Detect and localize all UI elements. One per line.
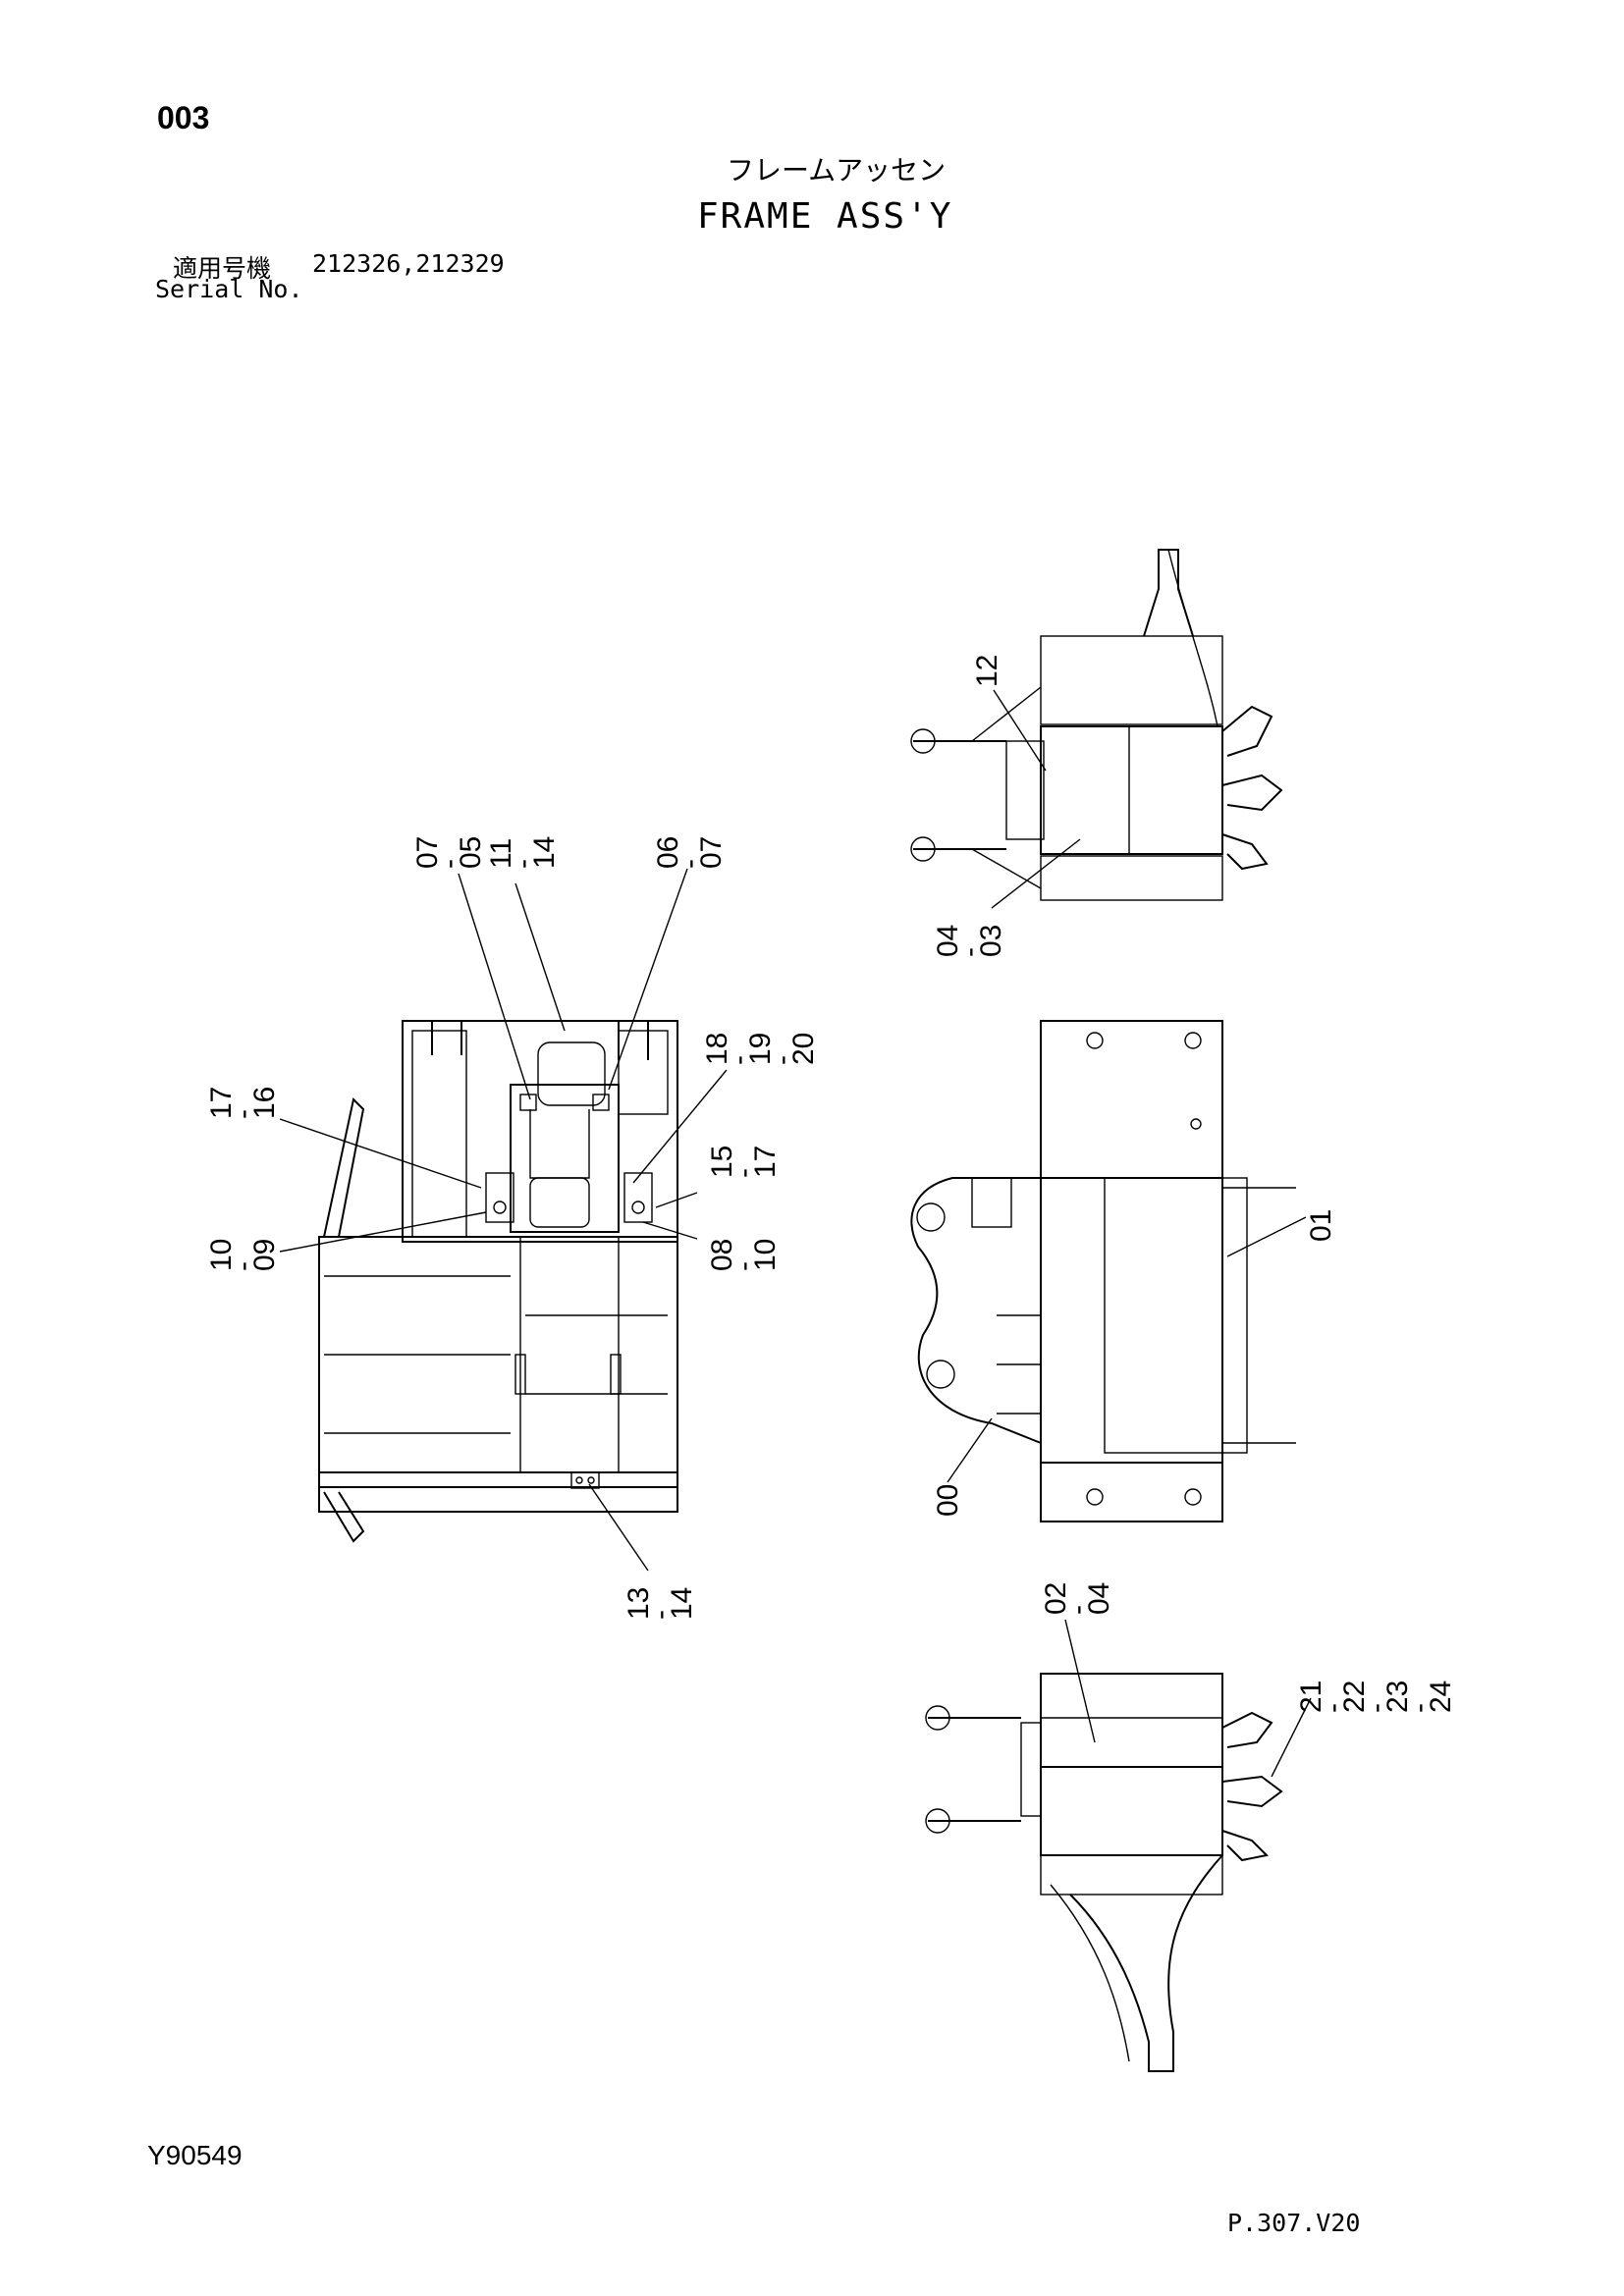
left-view [318, 1020, 678, 1543]
callout-11-14-line2: - [507, 859, 539, 869]
callout-11-14: 11 - 14 [485, 836, 561, 869]
callout-04-03-line1: 04 [932, 925, 964, 957]
callout-13-14-line1: 13 [623, 1587, 655, 1620]
callout-21-24-line7: 24 [1425, 1681, 1457, 1713]
callout-21-24-line4: - [1360, 1703, 1392, 1713]
callout-11-14-line1: 11 [485, 838, 517, 869]
callout-11-14-line3: 14 [528, 836, 561, 869]
callout-02-04-line3: 04 [1083, 1582, 1115, 1615]
serial-label-japanese: 適用号機 [173, 254, 272, 283]
callout-02-04: 02 - 04 [1040, 1582, 1115, 1615]
callout-15-17-line2: - [728, 1168, 760, 1178]
callout-00-line1: 00 [932, 1484, 964, 1517]
callout-21-24-line1: 21 [1295, 1681, 1327, 1713]
serial-label: Serial No. [155, 275, 303, 303]
top-right-view [910, 549, 1283, 901]
callout-07-05: 07 - 05 [411, 836, 487, 869]
callout-12-line1: 12 [971, 655, 1003, 687]
callout-07-05-line3: 05 [455, 836, 487, 869]
page-number: 003 [157, 100, 210, 135]
page-reference: P.307.V20 [1227, 2209, 1361, 2237]
callout-08-10: 08 - 10 [706, 1239, 782, 1271]
callout-21-22-23-24: 21 - 22 - 23 - 24 [1295, 1681, 1457, 1713]
callout-08-10-line3: 10 [749, 1239, 782, 1271]
callout-18-19-20: 18 - 19 - 20 [701, 1033, 820, 1065]
callout-06-07-line3: 07 [695, 836, 728, 869]
callout-21-24-line2: - [1317, 1703, 1349, 1713]
callout-13-14-line3: 14 [666, 1587, 698, 1620]
callout-21-24-line3: 22 [1338, 1681, 1371, 1713]
callout-00: 00 [932, 1484, 964, 1517]
callout-12: 12 [971, 655, 1003, 687]
callout-07-05-line1: 07 [411, 836, 444, 869]
callout-02-04-line2: - [1061, 1605, 1094, 1615]
serial-numbers: 212326,212329 [312, 249, 505, 278]
callout-10-09-line1: 10 [205, 1239, 238, 1271]
callout-15-17-line3: 17 [749, 1146, 782, 1178]
callout-13-14: 13 - 14 [623, 1587, 698, 1620]
leader-lines [279, 689, 1312, 1778]
callout-18-19-20-line2: - [723, 1055, 755, 1065]
callout-06-07: 06 - 07 [652, 836, 728, 869]
callout-18-19-20-line5: 20 [787, 1033, 820, 1065]
callout-17-16-line2: - [227, 1109, 259, 1119]
callout-10-09-line3: 09 [248, 1239, 281, 1271]
callout-06-07-line1: 06 [652, 836, 684, 869]
callout-08-10-line2: - [728, 1261, 760, 1271]
callout-10-09: 10 - 09 [205, 1239, 281, 1271]
bottom-right-view [925, 1673, 1283, 2072]
callout-18-19-20-line1: 18 [701, 1033, 733, 1065]
page-title: FRAME ASS'Y [697, 196, 953, 237]
callout-10-09-line2: - [227, 1261, 259, 1271]
callout-17-16: 17 - 16 [205, 1087, 281, 1119]
callout-21-24-line6: - [1403, 1703, 1435, 1713]
callout-04-03: 04 - 03 [932, 925, 1007, 957]
callout-18-19-20-line4: - [766, 1055, 798, 1065]
title-japanese: フレームアッセン [727, 154, 947, 187]
middle-right-view [910, 1020, 1296, 1522]
callout-07-05-line2: - [433, 859, 465, 869]
callout-06-07-line2: - [674, 859, 706, 869]
callout-13-14-line2: - [644, 1610, 677, 1620]
callout-21-24-line5: 23 [1381, 1681, 1414, 1713]
callout-labels: 07 - 05 11 - 14 06 - 07 17 - 16 10 - 09 … [205, 655, 1457, 1713]
callout-17-16-line1: 17 [205, 1087, 238, 1119]
callout-02-04-line1: 02 [1040, 1582, 1072, 1615]
callout-04-03-line3: 03 [975, 925, 1007, 957]
callout-01-line1: 01 [1305, 1209, 1337, 1242]
callout-01: 01 [1305, 1209, 1337, 1242]
callout-15-17: 15 - 17 [706, 1146, 782, 1178]
callout-08-10-line1: 08 [706, 1239, 738, 1271]
callout-04-03-line2: - [953, 947, 986, 957]
drawing-number: Y90549 [147, 2140, 243, 2170]
callout-18-19-20-line3: 19 [744, 1033, 777, 1065]
callout-15-17-line1: 15 [706, 1146, 738, 1178]
callout-17-16-line3: 16 [248, 1087, 281, 1119]
